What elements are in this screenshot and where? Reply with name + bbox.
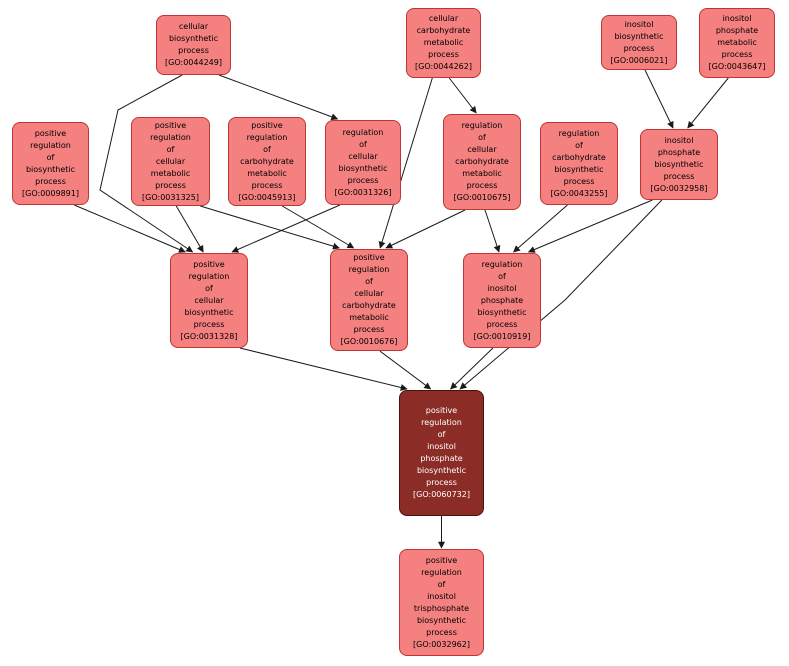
graph-edge — [459, 199, 663, 390]
go-term-label: inositol biosynthetic process [GO:000602… — [610, 19, 668, 65]
go-term-label: positive regulation of cellular metaboli… — [142, 120, 199, 202]
go-term-label: cellular carbohydrate metabolic process … — [415, 14, 472, 71]
go-term-label: positive regulation of cellular biosynth… — [180, 259, 238, 341]
graph-edge — [448, 77, 477, 114]
graph-edge — [74, 204, 186, 253]
node-go-0044249[interactable]: cellular biosynthetic process [GO:004424… — [156, 15, 231, 75]
go-term-label: positive regulation of inositol trisphos… — [413, 555, 470, 649]
node-go-0060732-focus[interactable]: positive regulation of inositol phosphat… — [399, 390, 484, 516]
go-term-label: positive regulation of biosynthetic proc… — [22, 128, 79, 198]
graph-edge — [378, 77, 433, 249]
node-go-0032962[interactable]: positive regulation of inositol trisphos… — [399, 549, 484, 656]
node-go-0010675[interactable]: regulation of cellular carbohydrate meta… — [443, 114, 521, 210]
node-go-0031325[interactable]: positive regulation of cellular metaboli… — [131, 117, 210, 206]
node-go-0045913[interactable]: positive regulation of carbohydrate meta… — [228, 117, 306, 206]
go-term-label: regulation of cellular biosynthetic proc… — [334, 127, 392, 197]
go-term-label: regulation of carbohydrate biosynthetic … — [550, 128, 608, 198]
graph-edge — [379, 350, 432, 390]
graph-edge — [450, 347, 494, 390]
graph-edge — [644, 69, 674, 129]
graph-edge — [282, 205, 355, 249]
graph-edge — [231, 204, 341, 253]
graph-edge — [513, 204, 568, 253]
go-term-label: positive regulation of cellular carbohyd… — [340, 253, 398, 346]
node-go-0006021[interactable]: inositol biosynthetic process [GO:000602… — [601, 15, 677, 70]
graph-edge — [484, 209, 501, 253]
graph-edge — [99, 74, 194, 253]
node-go-0031328[interactable]: positive regulation of cellular biosynth… — [170, 253, 248, 348]
node-go-0009891[interactable]: positive regulation of biosynthetic proc… — [12, 122, 89, 205]
graph-edge — [687, 77, 729, 129]
go-term-label: regulation of cellular carbohydrate meta… — [453, 121, 511, 202]
node-go-0044262[interactable]: cellular carbohydrate metabolic process … — [406, 8, 481, 78]
go-term-label: positive regulation of inositol phosphat… — [413, 406, 470, 499]
node-go-0032958[interactable]: inositol phosphate biosynthetic process … — [640, 129, 718, 200]
go-term-label: inositol phosphate metabolic process [GO… — [708, 14, 766, 71]
graph-edge — [527, 199, 653, 253]
go-term-label: positive regulation of carbohydrate meta… — [238, 120, 296, 202]
graph-edge — [385, 209, 466, 249]
node-go-0031326[interactable]: regulation of cellular biosynthetic proc… — [325, 120, 401, 205]
graph-edge — [175, 205, 204, 253]
node-go-0043255[interactable]: regulation of carbohydrate biosynthetic … — [540, 122, 618, 205]
graph-edge — [239, 347, 408, 391]
node-go-0010919[interactable]: regulation of inositol phosphate biosynt… — [463, 253, 541, 348]
node-go-0043647[interactable]: inositol phosphate metabolic process [GO… — [699, 8, 775, 78]
graph-edge — [200, 205, 340, 250]
go-term-label: cellular biosynthetic process [GO:004424… — [165, 22, 222, 67]
node-go-0010676[interactable]: positive regulation of cellular carbohyd… — [330, 249, 408, 351]
go-term-label: regulation of inositol phosphate biosynt… — [473, 259, 531, 341]
graph-edge — [218, 74, 339, 121]
go-term-label: inositol phosphate biosynthetic process … — [650, 135, 708, 193]
